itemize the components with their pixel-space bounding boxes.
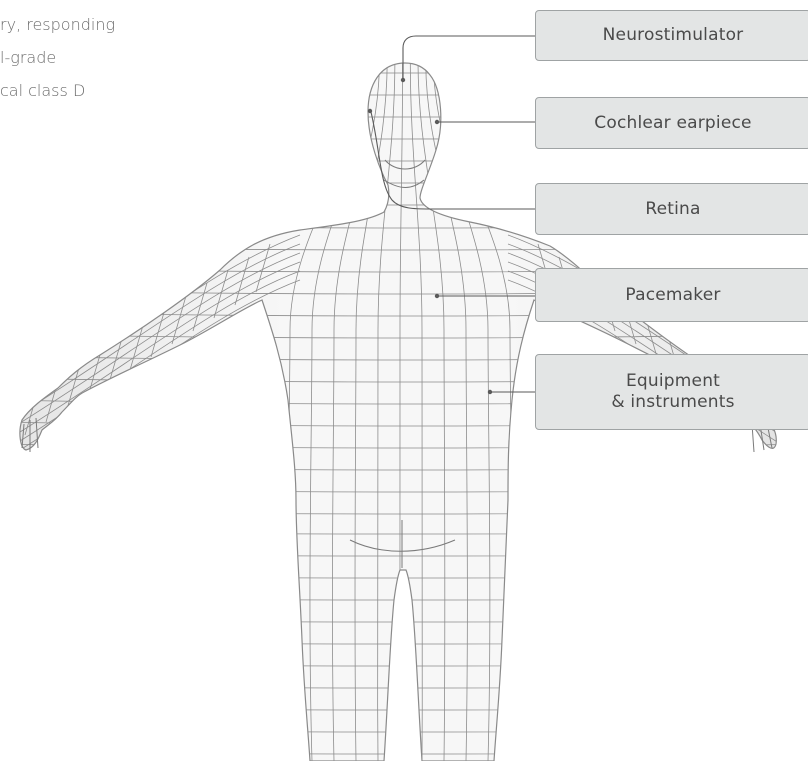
label-retina: Retina [535, 183, 808, 235]
label-neurostimulator: Neurostimulator [535, 10, 808, 61]
label-pacemaker: Pacemaker [535, 268, 808, 322]
mesh-line [0, 708, 808, 710]
mesh-line [0, 642, 808, 644]
mesh-line [0, 752, 808, 754]
intro-line: cal class D [0, 74, 170, 107]
mesh-line [0, 664, 808, 666]
mesh-line [0, 598, 808, 600]
mesh-line [0, 686, 808, 688]
label-cochlear-earpiece: Cochlear earpiece [535, 97, 808, 149]
mesh-line [0, 730, 808, 732]
mesh-line [20, 280, 300, 450]
intro-text: ry, responding l-grade cal class D [0, 8, 170, 107]
label-equipment-instruments: Equipment & instruments [535, 354, 808, 430]
mesh-line [0, 620, 808, 622]
mesh-line [0, 576, 808, 578]
intro-line: ry, responding [0, 8, 170, 41]
intro-line: l-grade [0, 41, 170, 74]
